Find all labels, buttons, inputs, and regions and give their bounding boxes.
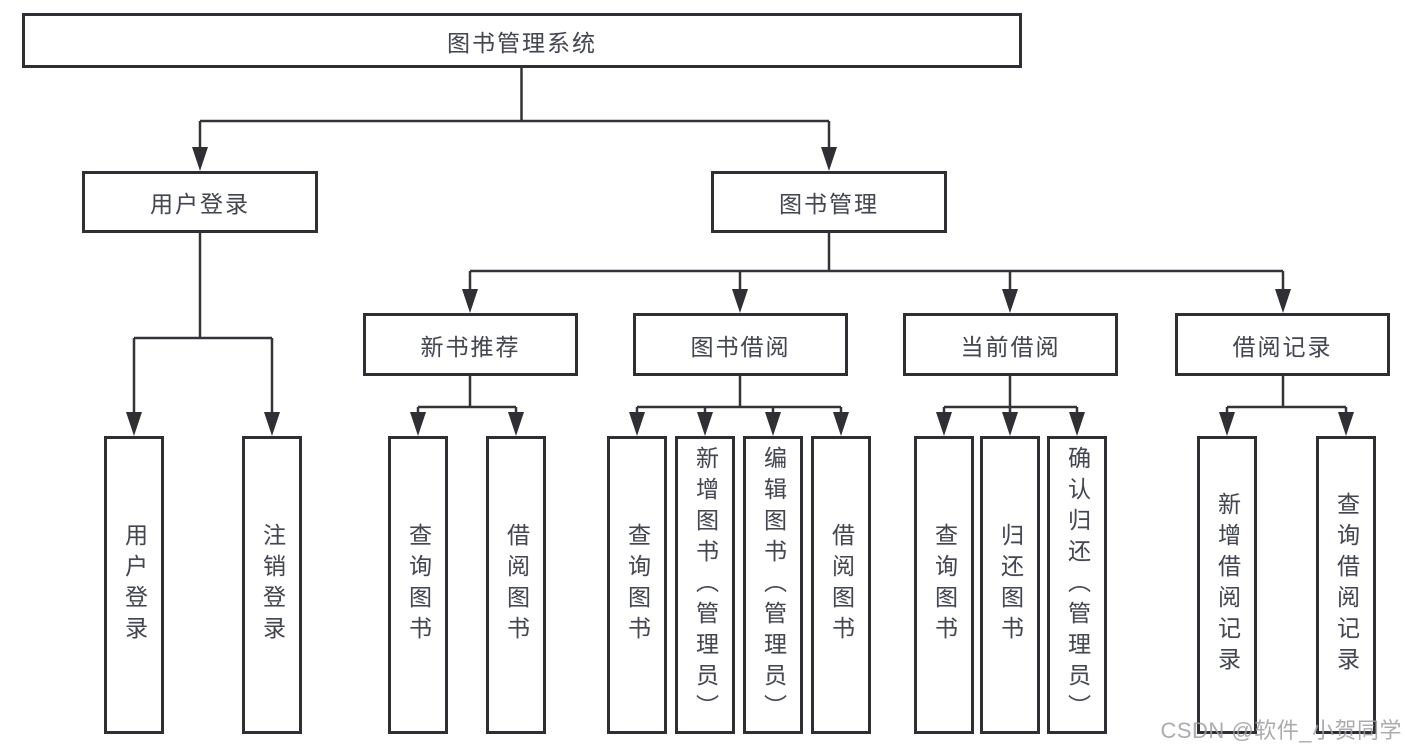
arrowhead	[765, 412, 781, 436]
node-book-management: 图书管理	[711, 171, 947, 233]
arrowhead	[1002, 289, 1018, 313]
connector-bookborrow-to-leaves	[635, 376, 843, 414]
leaf-return-book: 归还图书	[980, 436, 1040, 734]
node-root-label: 图书管理系统	[447, 29, 597, 56]
leaf-borrow-query: 查询图书	[607, 436, 667, 734]
arrowhead	[126, 412, 142, 436]
leaf-user-login-label: 用户登录	[121, 523, 148, 647]
arrowhead	[833, 412, 849, 436]
connector-bookmgmt-to-level3	[468, 233, 1285, 291]
leaf-newbook-borrow: 借阅图书	[486, 436, 546, 734]
arrowhead	[697, 412, 713, 436]
leaf-borrow-edit-admin: 编辑图书（管理员）	[743, 436, 803, 734]
node-book-management-label: 图书管理	[779, 191, 879, 217]
arrowhead	[732, 289, 748, 313]
leaf-borrow-book-label: 借阅图书	[828, 523, 855, 647]
connector-currentborrow-to-leaves	[942, 376, 1079, 414]
arrowheads	[126, 147, 1354, 436]
node-new-book-recommend-label: 新书推荐	[420, 333, 521, 360]
arrowhead	[1338, 412, 1354, 436]
leaf-current-query: 查询图书	[914, 436, 974, 734]
node-current-borrow: 当前借阅	[903, 313, 1118, 376]
connector-root-to-level2	[198, 68, 831, 149]
leaf-query-record: 查询借阅记录	[1316, 436, 1376, 734]
leaf-confirm-return-admin: 确认归还（管理员）	[1047, 436, 1107, 734]
leaf-borrow-add-admin-label: 新增图书（管理员）	[692, 445, 719, 725]
arrowhead	[508, 412, 524, 436]
leaf-newbook-borrow-label: 借阅图书	[503, 523, 530, 647]
arrowhead	[462, 289, 478, 313]
node-borrow-records-label: 借阅记录	[1232, 333, 1333, 360]
connector-userlogin-to-leaves	[132, 233, 274, 414]
arrowhead	[1275, 289, 1291, 313]
arrowhead	[1069, 412, 1085, 436]
connector-newbook-to-leaves	[416, 376, 518, 414]
leaf-user-login: 用户登录	[104, 436, 164, 734]
leaf-borrow-add-admin: 新增图书（管理员）	[675, 436, 735, 734]
leaf-borrow-book: 借阅图书	[811, 436, 871, 734]
leaf-logout: 注销登录	[242, 436, 302, 734]
arrowhead	[410, 412, 426, 436]
leaf-logout-label: 注销登录	[259, 523, 286, 647]
leaf-confirm-return-admin-label: 确认归还（管理员）	[1064, 445, 1091, 725]
arrowhead	[264, 412, 280, 436]
arrowhead	[1219, 412, 1235, 436]
arrowhead	[629, 412, 645, 436]
node-book-borrow: 图书借阅	[633, 313, 848, 376]
node-new-book-recommend: 新书推荐	[363, 313, 578, 376]
node-user-login-label: 用户登录	[150, 191, 250, 217]
csdn-watermark: CSDN @软件_小贺同学	[1160, 718, 1402, 743]
leaf-add-record: 新增借阅记录	[1197, 436, 1257, 734]
node-borrow-records: 借阅记录	[1175, 313, 1390, 376]
arrowhead	[936, 412, 952, 436]
arrowhead	[821, 147, 837, 171]
node-book-borrow-label: 图书借阅	[690, 333, 791, 360]
leaf-borrow-edit-admin-label: 编辑图书（管理员）	[760, 445, 787, 725]
leaf-borrow-query-label: 查询图书	[624, 523, 651, 647]
node-user-login: 用户登录	[82, 171, 318, 233]
leaf-newbook-query-label: 查询图书	[405, 523, 432, 647]
arrowhead	[1002, 412, 1018, 436]
node-current-borrow-label: 当前借阅	[960, 333, 1061, 360]
leaf-current-query-label: 查询图书	[931, 523, 958, 647]
node-root: 图书管理系统	[22, 13, 1022, 68]
arrowhead	[192, 147, 208, 171]
connector-records-to-leaves	[1225, 376, 1348, 414]
leaf-newbook-query: 查询图书	[388, 436, 448, 734]
leaf-query-record-label: 查询借阅记录	[1333, 492, 1360, 678]
leaf-add-record-label: 新增借阅记录	[1214, 492, 1241, 678]
leaf-return-book-label: 归还图书	[997, 523, 1024, 647]
